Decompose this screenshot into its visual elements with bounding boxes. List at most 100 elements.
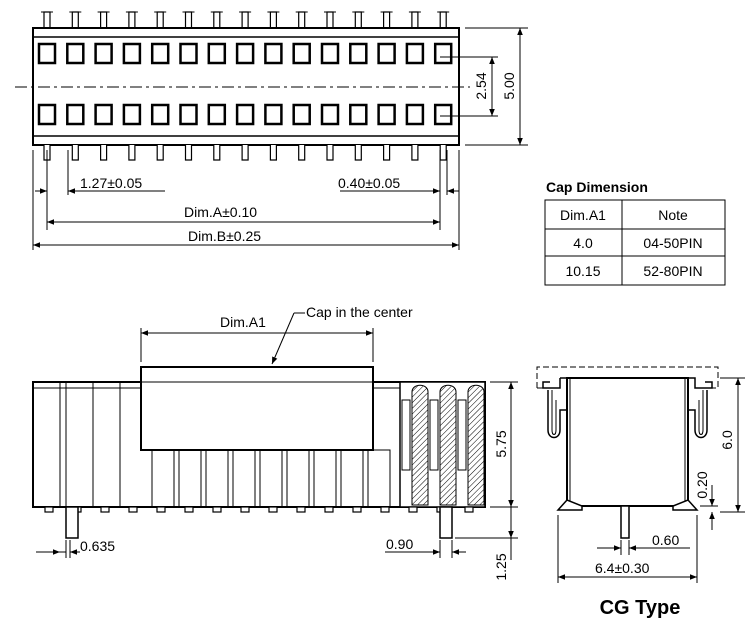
front-stub <box>240 506 250 513</box>
side-tail-width-label: 0.60 <box>652 532 679 548</box>
dim-a1-label: Dim.A1 <box>220 314 266 330</box>
cavity <box>320 42 340 65</box>
cap-table-header-note: Note <box>658 207 688 223</box>
cavity <box>150 103 170 126</box>
cap-table-cell: 10.15 <box>565 263 600 279</box>
front-stub <box>296 506 306 513</box>
pin-lower <box>269 145 277 161</box>
section-hatch <box>439 384 457 506</box>
cavity <box>179 103 198 126</box>
pin-lower <box>100 145 108 161</box>
section-hatch <box>411 384 429 506</box>
cavity <box>66 42 85 65</box>
cavity <box>292 103 311 126</box>
cap-table-header-dim: Dim.A1 <box>560 207 606 223</box>
pitch-label: 1.27±0.05 <box>80 175 142 191</box>
pin-lower <box>298 145 306 161</box>
cavity <box>377 103 396 126</box>
pin-lower <box>326 145 334 161</box>
cavity <box>207 103 227 126</box>
pin-lower <box>71 145 79 161</box>
cavity <box>320 103 340 126</box>
section-hatch <box>467 384 485 506</box>
pin-upper <box>383 11 391 28</box>
front-height-label: 5.75 <box>493 430 509 457</box>
side-view <box>536 366 745 583</box>
pin-lower <box>213 145 221 161</box>
body-width-label: 5.00 <box>501 72 517 99</box>
front-stub <box>128 506 138 513</box>
side-tail <box>620 505 630 539</box>
side-housing <box>566 377 689 507</box>
cap-table-title: Cap Dimension <box>546 179 648 195</box>
pin-upper <box>100 11 108 28</box>
top-cavities <box>37 42 453 126</box>
cavity <box>37 42 57 65</box>
cap-table-cell: 52-80PIN <box>643 263 702 279</box>
cavity <box>122 103 142 126</box>
pin-lower <box>184 145 193 161</box>
front-stub <box>100 506 110 513</box>
front-stub <box>464 506 474 513</box>
front-stub <box>268 506 278 513</box>
pin-lower <box>354 145 362 161</box>
front-stub <box>352 506 362 513</box>
cavity <box>94 103 113 126</box>
standoff-label: 0.20 <box>694 471 710 498</box>
front-slot <box>367 449 391 508</box>
cavity <box>37 103 57 126</box>
front-view <box>32 312 518 560</box>
dim-a-label: Dim.A±0.10 <box>184 204 257 220</box>
cavity <box>235 42 255 65</box>
top-pins-lower <box>43 145 447 161</box>
pin-lower <box>439 145 447 161</box>
front-tail <box>439 506 453 539</box>
front-stub <box>380 506 390 513</box>
pin-upper <box>184 11 193 28</box>
side-height-label: 6.0 <box>719 430 735 450</box>
pin-lower <box>383 145 391 161</box>
pin-lower <box>411 145 419 161</box>
cavity <box>405 42 425 65</box>
cavity <box>66 103 85 126</box>
front-stub <box>156 506 166 513</box>
side-foot <box>556 499 583 511</box>
cavity <box>433 103 453 126</box>
cavity <box>235 103 255 126</box>
pin-width-label: 0.40±0.05 <box>338 175 400 191</box>
cavity <box>150 42 170 65</box>
cavity <box>179 42 198 65</box>
cavity <box>377 42 396 65</box>
pin-upper <box>354 11 362 28</box>
cap-center-note: Cap in the center <box>306 304 413 320</box>
front-stubs <box>44 506 474 513</box>
cap-table-cell: 04-50PIN <box>643 235 702 251</box>
top-view <box>15 11 528 250</box>
pin-upper <box>43 11 51 28</box>
front-cap <box>140 366 374 451</box>
pin-upper <box>241 11 249 28</box>
foot-width-label: 6.4±0.30 <box>595 560 650 576</box>
front-stub <box>44 506 54 513</box>
cavity <box>405 103 425 126</box>
pin-upper <box>439 11 447 28</box>
front-stub <box>184 506 194 513</box>
cavity <box>122 42 142 65</box>
cavity <box>264 103 283 126</box>
pin-lower <box>156 145 164 161</box>
row-pitch-label: 2.54 <box>473 72 489 99</box>
cavity <box>433 42 453 65</box>
side-foot <box>672 499 699 511</box>
top-pins-upper <box>41 11 450 28</box>
type-label: CG Type <box>600 597 681 619</box>
front-tail <box>65 506 79 539</box>
front-stub <box>212 506 222 513</box>
pin-upper <box>269 11 277 28</box>
cavity <box>94 42 113 65</box>
pin-upper <box>298 11 306 28</box>
cavity <box>264 42 283 65</box>
front-stub <box>324 506 334 513</box>
tail-width-label: 0.90 <box>386 536 413 552</box>
tail-length-label: 1.25 <box>493 553 509 580</box>
